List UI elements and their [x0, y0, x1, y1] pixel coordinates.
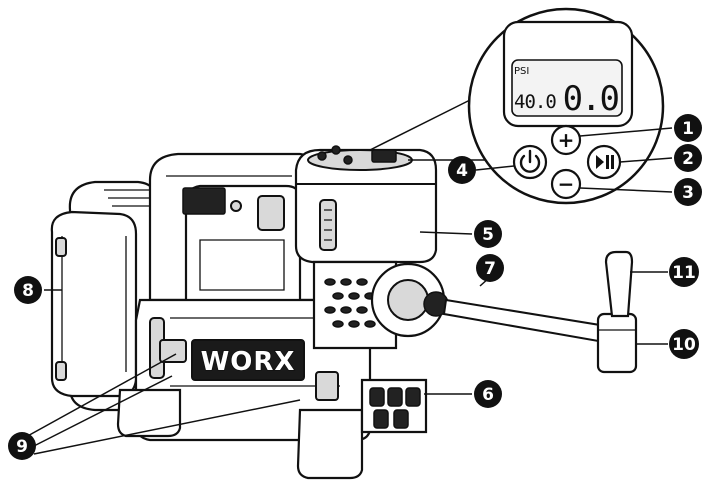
lcd-unit-label: PSI	[514, 66, 529, 77]
plus-button[interactable]: +	[552, 126, 580, 154]
callout-4: 4	[448, 156, 476, 184]
svg-text:6: 6	[482, 385, 494, 405]
callout-10: 10	[669, 329, 699, 359]
svg-text:4: 4	[456, 161, 468, 181]
minus-button[interactable]: −	[552, 170, 580, 198]
accessory-clip-right	[316, 372, 338, 400]
callout-1: 1	[674, 114, 702, 142]
brand-logo: WORX	[201, 347, 296, 377]
accessory-clip	[160, 340, 186, 362]
lcd-screen: PSI 40.0 0.0	[504, 22, 632, 126]
air-hose	[444, 300, 606, 342]
adapter-storage	[362, 380, 426, 432]
power-button[interactable]	[514, 146, 546, 178]
svg-text:1: 1	[682, 119, 694, 139]
svg-text:7: 7	[484, 259, 496, 279]
callout-11: 11	[669, 257, 699, 287]
preset-pressure-readout: 40.0	[514, 91, 556, 113]
callout-3: 3	[674, 178, 702, 206]
minus-icon: −	[558, 172, 575, 196]
callout-7: 7	[476, 254, 504, 282]
svg-text:8: 8	[22, 281, 34, 301]
svg-text:11: 11	[672, 263, 696, 283]
svg-text:10: 10	[672, 335, 696, 355]
hose-reel	[372, 264, 448, 336]
plus-icon: +	[558, 128, 575, 152]
svg-text:3: 3	[682, 183, 694, 203]
callout-6: 6	[474, 380, 502, 408]
svg-text:2: 2	[682, 149, 694, 169]
hose-chuck	[598, 314, 636, 372]
callout-5: 5	[474, 220, 502, 248]
compressor-housing	[296, 146, 436, 262]
callout-9: 9	[8, 432, 36, 460]
svg-text:9: 9	[16, 437, 28, 457]
start-stop-button[interactable]	[588, 146, 620, 178]
svg-text:5: 5	[482, 225, 494, 245]
chuck-lock-lever	[606, 252, 632, 316]
tool-handle	[150, 154, 318, 300]
callout-8: 8	[14, 276, 42, 304]
callout-2: 2	[674, 144, 702, 172]
current-pressure-readout: 0.0	[563, 79, 619, 119]
